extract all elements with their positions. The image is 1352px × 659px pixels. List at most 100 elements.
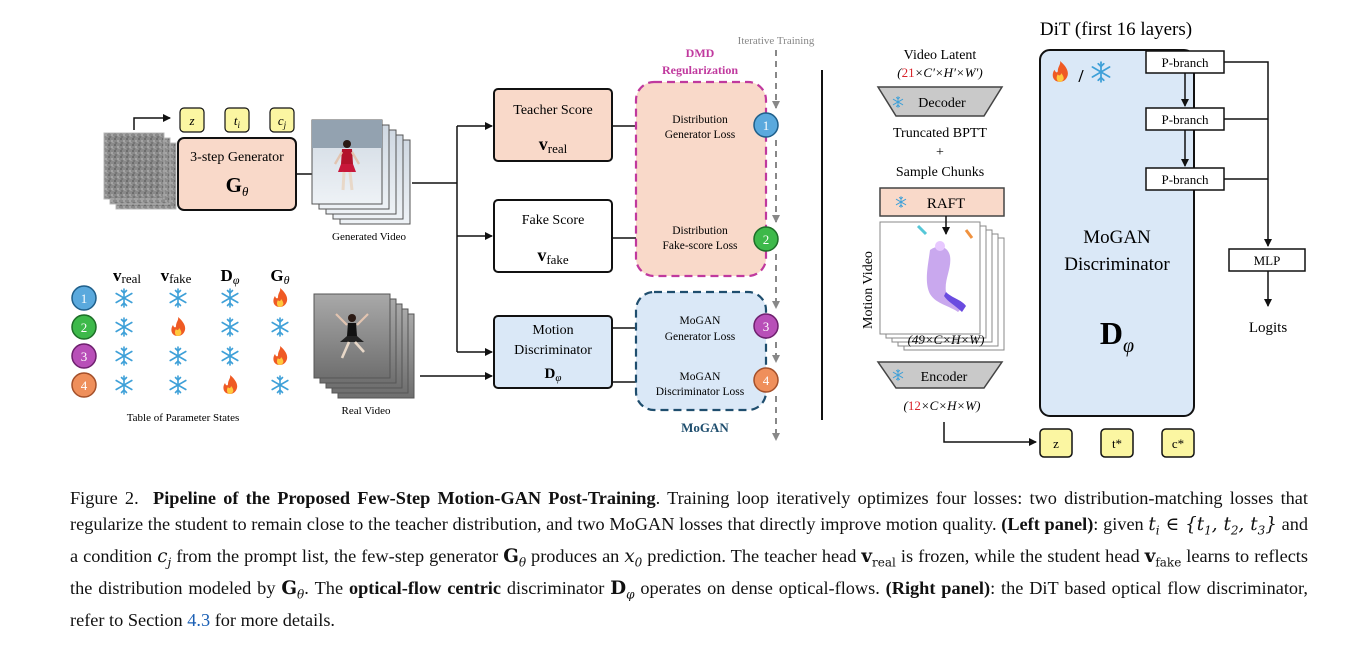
svg-text:Regularization: Regularization [662,63,738,77]
svg-text:Fake-score Loss: Fake-score Loss [662,240,738,252]
svg-text:3: 3 [763,319,770,334]
math-ti-set: ti ∈ {t1, t2, t3} [1148,513,1277,538]
snowflake-icon [115,346,133,366]
snowflake-icon [115,317,133,337]
svg-text:z: z [1053,436,1059,451]
table-title: Table of Parameter States [127,412,240,424]
input-token-z: z [179,107,205,133]
encoder-block: Encoder [876,361,1004,389]
svg-text:ti: ti [234,113,241,130]
svg-text:4: 4 [763,373,770,388]
step-circle-3: 3 [753,313,779,339]
section-link[interactable]: 4.3 [187,609,211,630]
svg-text:Dφ: Dφ [1100,315,1134,357]
snowflake-icon [271,375,289,395]
svg-text:P-branch: P-branch [1162,172,1209,187]
caption-fig-number: Figure 2. [70,488,139,508]
table-header-vfake: vfake [161,266,192,286]
fire-icon [273,346,288,365]
svg-text:2: 2 [763,232,770,247]
svg-text:Dφ: Dφ [545,366,562,384]
input-token-cj: cj [269,107,295,133]
mlp-box: MLP [1228,248,1306,272]
table-cells [115,288,289,395]
p-branch-1: P-branch [1145,50,1225,74]
snowflake-icon [221,346,239,366]
pipeline-diagram: z ti cj 3-step Generator Gθ Generated Vi [71,19,1306,458]
svg-text:MoGAN: MoGAN [680,371,722,383]
p-branch-3: P-branch [1145,167,1225,191]
svg-text:1: 1 [763,118,770,133]
svg-text:4: 4 [81,378,88,393]
snowflake-icon [169,346,187,366]
logits-label: Logits [1249,320,1287,336]
svg-text:MLP: MLP [1254,253,1281,268]
sample-chunks-label: Sample Chunks [896,165,984,180]
mogan-discriminator-box: / MoGAN Discriminator Dφ [1039,49,1195,417]
math-v-real: vreal [861,545,896,570]
svg-text:c*: c* [1172,436,1184,451]
branch-connectors [1181,61,1272,247]
svg-text:Generator Loss: Generator Loss [665,331,736,343]
token-c-star: c* [1161,428,1195,458]
svg-text:Distribution: Distribution [672,114,728,126]
fire-icon [171,317,186,336]
svg-text:1: 1 [81,291,88,306]
snowflake-icon [115,375,133,395]
mogan-box: MoGAN Generator Loss MoGAN Discriminator… [634,290,768,435]
snowflake-icon [221,317,239,337]
generated-video-label: Generated Video [332,231,406,243]
math-g-theta: Gθ [503,545,527,570]
noise-input-stack [103,132,177,210]
svg-text:MoGAN: MoGAN [1083,227,1151,248]
table-header-vreal: vreal [113,266,141,286]
svg-text:2: 2 [81,320,88,335]
svg-text:P-branch: P-branch [1162,55,1209,70]
generator-symbol: Gθ [226,173,249,199]
motion-discriminator-box: Motion Discriminator Dφ [493,315,613,389]
motion-video-label: Motion Video [861,251,876,329]
raft-block: RAFT [879,187,1005,217]
svg-text:Encoder: Encoder [921,370,968,385]
snowflake-icon [221,288,239,308]
table-header-d: Dφ [221,266,240,287]
motion-dims: (49×C×H×W) [908,332,985,347]
step-circle-1: 1 [753,112,779,138]
table-header-g: Gθ [270,266,289,287]
fire-icon [223,375,238,394]
svg-text:Teacher Score: Teacher Score [513,103,592,118]
math-cj: cj [157,545,172,570]
optical-flow-centric: optical-flow centric [348,577,502,598]
svg-text:Decoder: Decoder [918,96,966,111]
svg-text:Discriminator: Discriminator [1064,254,1170,275]
noise-to-tokens-arrow [133,114,171,130]
svg-text:/: / [1077,66,1084,86]
svg-text:t*: t* [1112,436,1122,451]
real-video-stack [313,293,415,399]
parameter-state-table: vreal vfake Dφ Gθ 1 2 3 4 Table of Param… [71,266,290,424]
encoded-dims: (12×C×H×W) [904,398,981,413]
iterative-training-label: Iterative Training [738,35,815,47]
input-token-ti: ti [224,107,250,133]
generated-video-stack [311,119,411,225]
svg-text:3: 3 [81,349,88,364]
svg-text:MoGAN: MoGAN [681,420,729,435]
svg-text:vfake: vfake [537,245,569,267]
latent-dims: (21×C′×H′×W′) [897,65,982,80]
svg-text:P-branch: P-branch [1162,112,1209,127]
math-g-theta-2: Gθ [281,577,305,602]
svg-text:MoGAN: MoGAN [680,315,722,327]
teacher-score-box: Teacher Score vreal [493,88,613,162]
svg-text:Discriminator Loss: Discriminator Loss [656,386,745,398]
left-panel-ref: (Left panel) [1001,513,1094,534]
video-latent-label: Video Latent [904,48,977,63]
dmd-regularization-box: DMD Regularization Distribution Generato… [634,46,768,278]
caption-title: Pipeline of the Proposed Few-Step Motion… [153,488,656,508]
generator-box: 3-step Generator Gθ [177,137,297,211]
svg-text:Generator Loss: Generator Loss [665,129,736,141]
svg-text:DMD: DMD [686,46,715,60]
token-z: z [1039,428,1073,458]
svg-text:z: z [188,113,194,128]
real-video-label: Real Video [342,405,391,417]
